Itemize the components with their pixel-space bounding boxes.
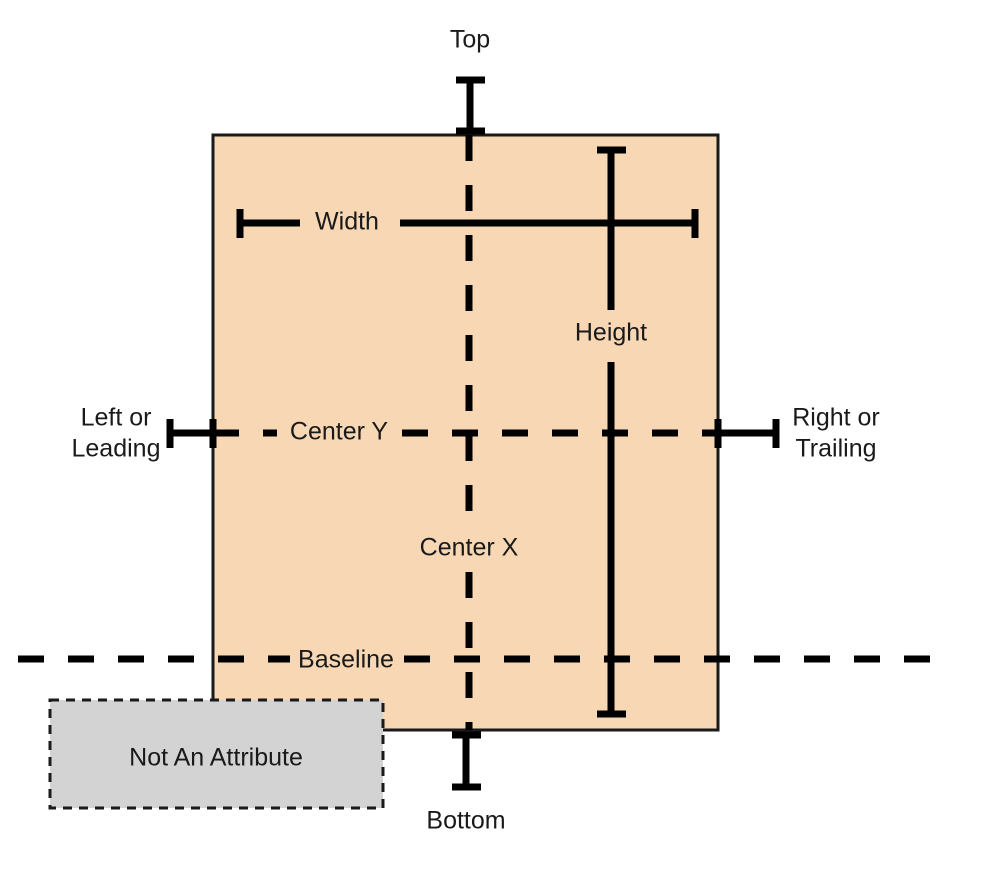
- label-height: Height: [575, 319, 647, 347]
- top-marker: [456, 76, 485, 135]
- not-an-attribute-box: [48, 698, 385, 810]
- label-baseline: Baseline: [298, 646, 394, 674]
- label-right-or-trailing: Right or Trailing: [792, 404, 880, 463]
- bottom-marker: [452, 731, 481, 791]
- width-dimension: [236, 209, 699, 238]
- label-not-an-attribute: Not An Attribute: [129, 744, 303, 772]
- label-right-or-trailing-line2: Trailing: [795, 435, 876, 463]
- right-marker: [714, 419, 780, 448]
- label-left-or-leading-line1: Left or: [81, 404, 152, 432]
- left-marker: [166, 419, 217, 448]
- label-left-or-leading: Left or Leading: [72, 404, 161, 463]
- label-top: Top: [450, 26, 490, 54]
- label-center-x: Center X: [420, 534, 519, 562]
- label-center-y: Center Y: [290, 418, 389, 446]
- label-right-or-trailing-line1: Right or: [792, 404, 880, 432]
- label-left-or-leading-line2: Leading: [72, 435, 161, 463]
- label-width: Width: [315, 208, 379, 236]
- height-dimension: [597, 146, 626, 718]
- label-bottom: Bottom: [426, 807, 505, 835]
